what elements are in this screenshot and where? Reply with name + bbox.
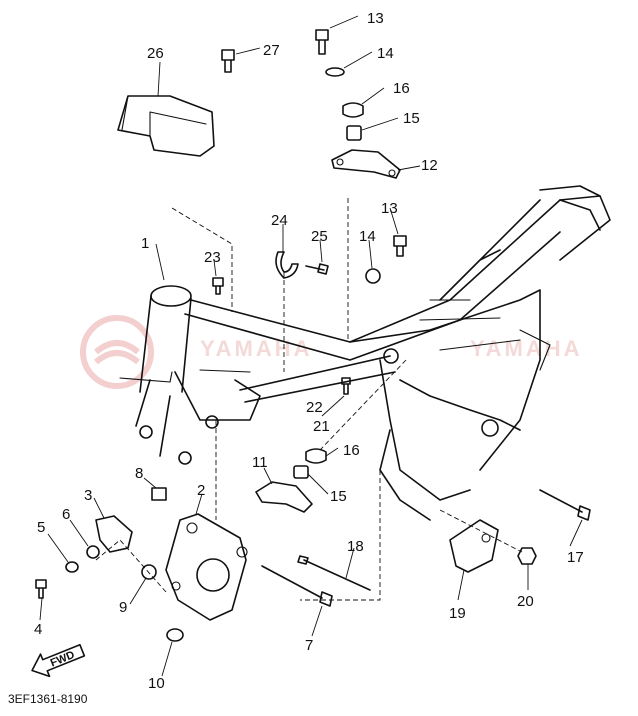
washer-14-top — [325, 67, 345, 77]
callout-7: 7 — [305, 637, 313, 654]
washer-10 — [166, 628, 184, 642]
callout-15-left: 15 — [330, 488, 347, 505]
collar-15-left — [293, 465, 309, 479]
bolt-13-right — [393, 235, 407, 257]
damper-16-top — [342, 102, 364, 118]
watermark-text: YAMAHA — [200, 336, 313, 361]
callout-13: 13 — [367, 10, 384, 27]
callout-5: 5 — [37, 519, 45, 536]
callout-16: 16 — [393, 80, 410, 97]
callout-17: 17 — [567, 549, 584, 566]
cover-part-26 — [117, 95, 215, 157]
callout-9: 9 — [119, 599, 127, 616]
drawing-code: 3EF1361-8190 — [8, 692, 88, 706]
callout-13-right: 13 — [381, 200, 398, 217]
bolt-27 — [221, 49, 235, 73]
callout-14: 14 — [377, 45, 394, 62]
callout-18: 18 — [347, 538, 364, 555]
callout-3: 3 — [84, 487, 92, 504]
callout-27: 27 — [263, 42, 280, 59]
bolt-4 — [35, 579, 47, 599]
washer-14-right — [365, 268, 381, 284]
clip-3 — [95, 515, 133, 553]
callout-8: 8 — [135, 465, 143, 482]
bolt-17 — [539, 489, 591, 521]
callout-16-left: 16 — [343, 442, 360, 459]
fwd-label: FWD — [49, 649, 77, 670]
bolt-7 — [261, 565, 333, 607]
main-frame-1 — [119, 185, 611, 521]
fwd-arrow-icon: FWD — [31, 643, 86, 678]
callout-23: 23 — [204, 249, 221, 266]
bolt-25 — [305, 263, 329, 275]
bracket-12 — [331, 149, 401, 179]
callout-21: 21 — [313, 418, 330, 435]
nut-20 — [517, 547, 537, 565]
leader-lines — [39, 15, 583, 677]
bolt-22-21 — [341, 377, 351, 395]
callout-4: 4 — [34, 621, 42, 638]
bracket-19 — [449, 519, 499, 573]
washer-5 — [65, 561, 79, 573]
callout-12: 12 — [421, 157, 438, 174]
callout-labels: 1 2 3 4 5 6 7 8 9 10 11 12 13 14 15 16 1… — [34, 10, 584, 692]
callout-6: 6 — [62, 506, 70, 523]
callout-15: 15 — [403, 110, 420, 127]
callout-2: 2 — [197, 482, 205, 499]
engine-bracket-2 — [165, 513, 248, 621]
callout-10: 10 — [148, 675, 165, 692]
callout-25: 25 — [311, 228, 328, 245]
callout-11: 11 — [252, 454, 268, 471]
bracket-11 — [255, 481, 313, 513]
damper-16-left — [305, 448, 327, 464]
callout-26: 26 — [147, 45, 164, 62]
bolt-8 — [151, 487, 167, 501]
callout-14-right: 14 — [359, 228, 376, 245]
callout-19: 19 — [449, 605, 466, 622]
callout-1: 1 — [141, 235, 149, 252]
bolt-18 — [297, 555, 371, 591]
watermark-logo: YAMAHA YAMAHA — [80, 315, 583, 389]
collar-9 — [141, 564, 157, 580]
callout-20: 20 — [517, 593, 534, 610]
bolt-13-top — [315, 29, 329, 55]
callout-24: 24 — [271, 212, 288, 229]
callout-22: 22 — [306, 399, 323, 416]
clamp-24 — [275, 251, 299, 279]
washer-6 — [86, 545, 100, 559]
collar-15-top — [346, 125, 362, 141]
watermark-text-right: YAMAHA — [470, 336, 583, 361]
bolt-23 — [212, 277, 224, 295]
